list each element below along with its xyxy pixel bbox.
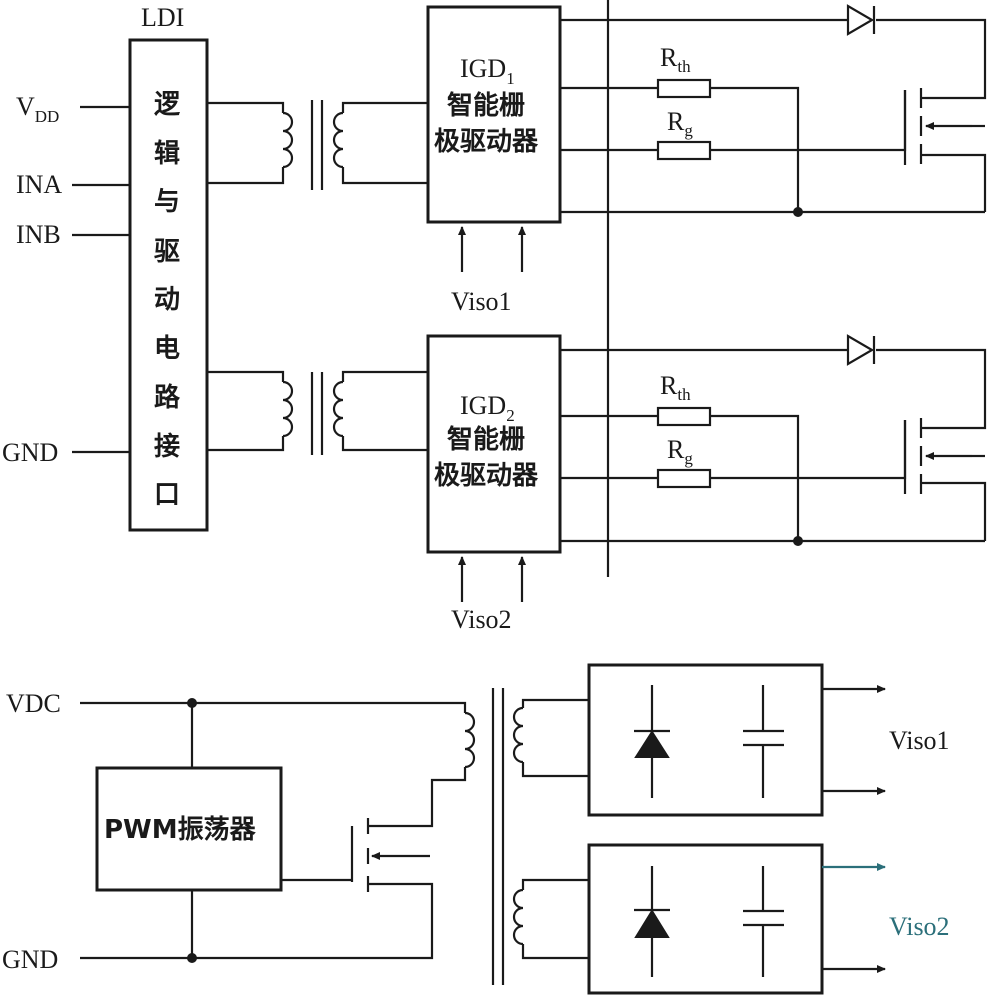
resistor-rg-2 xyxy=(656,468,712,489)
rectifier-diode-1 xyxy=(634,685,670,798)
svg-text:电: 电 xyxy=(154,334,180,364)
ldi-box-text: 逻 辑 与 驱 动 电 路 接 口 xyxy=(154,90,181,510)
transformer-1 xyxy=(207,100,428,190)
gnd-input-label: GND xyxy=(2,438,58,467)
resistor-rth-2 xyxy=(656,406,712,427)
igd1-box xyxy=(426,5,562,224)
pwm-oscillator-label: PWM振荡器 xyxy=(104,815,257,845)
vdc-label: VDC xyxy=(6,689,61,718)
igd2-box xyxy=(426,334,562,554)
svg-text:口: 口 xyxy=(154,480,180,510)
secondary-2 xyxy=(512,878,589,960)
ldi-title: LDI xyxy=(141,3,184,32)
ldi-box xyxy=(128,38,209,532)
output-stage-2-wiring xyxy=(560,348,987,543)
rth-1-label: Rth xyxy=(660,43,691,76)
vdd-input-label: VDD xyxy=(16,92,59,126)
output-stage-1-wiring xyxy=(560,18,987,214)
svg-text:与: 与 xyxy=(154,187,180,217)
diode-1 xyxy=(846,4,876,36)
svg-text:驱: 驱 xyxy=(154,237,180,267)
svg-text:动: 动 xyxy=(154,285,180,315)
diode-2 xyxy=(846,334,876,366)
secondary-1 xyxy=(512,698,589,778)
vdc-junction-dot xyxy=(187,698,197,708)
junction-dot-2 xyxy=(793,536,803,546)
viso1-output-label: Viso1 xyxy=(889,726,950,755)
igd1-supply-label: Viso1 xyxy=(451,287,512,316)
svg-text:辑: 辑 xyxy=(154,139,180,169)
rg-1-label: Rg xyxy=(667,107,693,140)
pwm-oscillator-box xyxy=(95,766,283,892)
svg-text:接: 接 xyxy=(154,432,180,462)
igd2-line1: 智能栅 xyxy=(447,424,525,455)
igd2-line2: 极驱动器 xyxy=(434,461,539,491)
rectifier-diode-2 xyxy=(634,866,670,977)
svg-text:路: 路 xyxy=(154,382,181,413)
capacitor-2 xyxy=(743,866,784,977)
gnd-junction-dot xyxy=(187,953,197,963)
viso2-output-label: Viso2 xyxy=(889,912,950,941)
inb-input-label: INB xyxy=(16,220,61,249)
ina-input-label: INA xyxy=(16,170,62,199)
igd1-line1: 智能栅 xyxy=(447,90,525,121)
svg-text:逻: 逻 xyxy=(154,90,180,120)
gnd-psu-label: GND xyxy=(2,945,58,974)
transformer-2 xyxy=(207,370,428,455)
psu-wiring xyxy=(80,688,505,985)
svg-text:VDD: VDD xyxy=(16,92,59,126)
rth-2-label: Rth xyxy=(660,371,691,404)
igd2-name: IGD2 xyxy=(460,391,515,425)
igd1-line2: 极驱动器 xyxy=(434,127,539,157)
igd2-supply-label: Viso2 xyxy=(451,605,512,634)
rg-2-label: Rg xyxy=(667,435,693,468)
resistor-rg-1 xyxy=(656,140,712,161)
rectifier-box-2 xyxy=(587,843,824,995)
rectifier-box-1 xyxy=(587,663,824,817)
junction-dot-1 xyxy=(793,207,803,217)
igd1-name: IGD1 xyxy=(460,54,515,88)
resistor-rth-1 xyxy=(656,78,712,99)
capacitor-1 xyxy=(743,685,784,798)
